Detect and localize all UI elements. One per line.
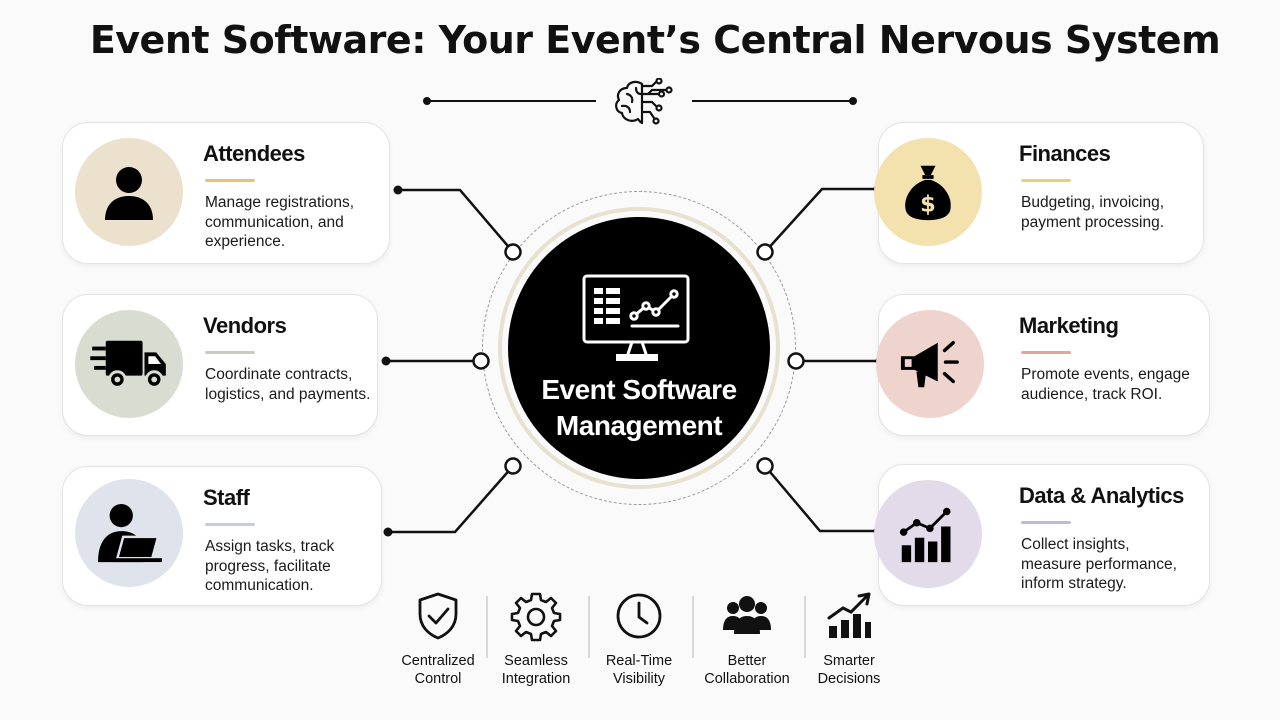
card-circle: $	[874, 138, 982, 246]
card-circle	[874, 480, 982, 588]
card-circle	[75, 138, 183, 246]
person-icon	[105, 167, 153, 220]
connector-attendees	[398, 188, 514, 253]
card-description: Collect insights, measure performance, i…	[1021, 536, 1177, 592]
team-icon	[723, 596, 771, 634]
benefit-better-collaboration: Better Collaboration	[692, 590, 802, 688]
svg-text:$: $	[920, 192, 936, 218]
title-rule-dot-left	[423, 97, 431, 105]
page-title: Event Software: Your Event’s Central Ner…	[89, 18, 1221, 62]
title-rule-dot-right	[849, 97, 857, 105]
clock-icon	[616, 593, 662, 639]
title-rule-left	[428, 100, 596, 102]
card-description: Manage registrations, communication, and…	[205, 194, 355, 250]
hub-node-staff	[504, 457, 522, 475]
card-description: Promote events, engage audience, track R…	[1021, 366, 1190, 403]
card-circle	[75, 479, 183, 587]
brain-circuit-icon	[615, 78, 673, 125]
benefit-centralized-control: Centralized Control	[383, 590, 493, 688]
card-description: Assign tasks, track progress, facilitate…	[205, 538, 335, 594]
card-analytics: Data & Analytics Collect insights, measu…	[874, 464, 1210, 606]
hub-dashed-ring	[482, 191, 796, 505]
connector-dot-attendees	[393, 185, 403, 195]
benefit-label: Better Collaboration	[704, 653, 790, 687]
card-finances: $ Finances Budgeting, invoicing, payment…	[874, 122, 1204, 264]
growth-chart-icon	[827, 592, 871, 638]
card-accent-line	[205, 179, 255, 182]
card-attendees: Attendees Manage registrations, communic…	[62, 122, 390, 264]
hub-node-marketing	[787, 352, 805, 370]
person-laptop-icon	[98, 503, 162, 563]
card-staff: Staff Assign tasks, track progress, faci…	[62, 466, 382, 606]
card-accent-line	[205, 523, 255, 526]
benefit-label: Centralized Control	[401, 653, 475, 687]
card-title: Data & Analytics	[1019, 483, 1184, 508]
hub-node-vendors	[472, 352, 490, 370]
hub-core	[508, 217, 770, 479]
hub-node-analytics	[756, 457, 774, 475]
gear-icon	[510, 592, 562, 642]
benefit-real-time-visibility: Real-Time Visibility	[584, 590, 694, 688]
hub-node-attendees	[504, 243, 522, 261]
card-title: Vendors	[203, 313, 287, 338]
shield-check-icon	[418, 592, 458, 640]
connector-dot-vendors	[381, 356, 391, 366]
benefit-smarter-decisions: Smarter Decisions	[794, 590, 904, 688]
card-title: Attendees	[203, 141, 305, 166]
bar-chart-icon	[899, 507, 951, 563]
benefit-seamless-integration: Seamless Integration	[481, 590, 591, 688]
benefit-label: Real-Time Visibility	[605, 653, 673, 687]
connector-dot-staff	[383, 527, 393, 537]
card-title: Marketing	[1019, 313, 1119, 338]
card-marketing: Marketing Promote events, engage audienc…	[876, 294, 1210, 436]
card-title: Staff	[203, 485, 250, 510]
card-description: Coordinate contracts, logistics, and pay…	[205, 366, 371, 403]
card-circle	[75, 310, 183, 418]
benefit-label: Smarter Decisions	[817, 653, 881, 687]
card-accent-line	[1021, 521, 1071, 524]
delivery-truck-icon	[90, 340, 166, 389]
card-title: Finances	[1019, 141, 1111, 166]
benefit-separator	[804, 596, 806, 658]
hub-label: Event Software Management	[541, 374, 737, 441]
title-rule-right	[692, 100, 854, 102]
card-accent-line	[205, 351, 255, 354]
connector-analytics	[764, 465, 878, 533]
benefit-separator	[486, 596, 488, 658]
card-vendors: Vendors Coordinate contracts, logistics,…	[62, 294, 378, 436]
benefit-separator	[692, 596, 694, 658]
card-description: Budgeting, invoicing, payment processing…	[1021, 194, 1165, 231]
hub-node-finances	[756, 243, 774, 261]
card-accent-line	[1021, 179, 1071, 182]
benefit-label: Seamless Integration	[501, 653, 571, 687]
card-accent-line	[1021, 351, 1071, 354]
connector-finances	[764, 187, 878, 253]
money-bag-icon: $	[905, 165, 951, 221]
card-circle	[876, 310, 984, 418]
megaphone-icon	[900, 340, 959, 388]
benefit-separator	[588, 596, 590, 658]
hub-ring	[498, 207, 780, 489]
connector-staff	[388, 465, 514, 534]
monitor-chart-icon	[582, 274, 690, 361]
